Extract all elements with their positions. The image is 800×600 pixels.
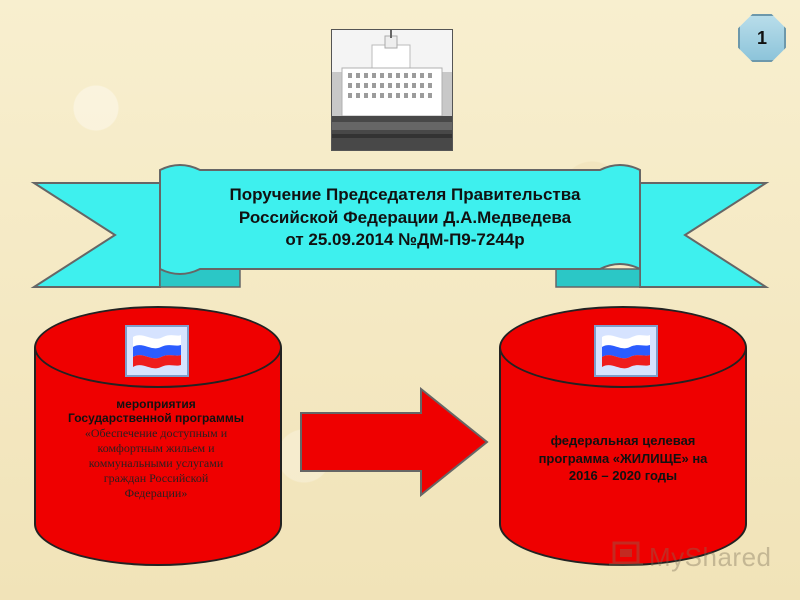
watermark-text: MyShared (649, 542, 772, 572)
slide-number-text: 1 (756, 27, 767, 48)
ribbon-line-1: Поручение Председателя Правительства (229, 184, 581, 204)
ribbon-left-tail (30, 182, 161, 288)
right-line-2: программа «ЖИЛИЩЕ» на (538, 450, 708, 466)
left-body-line-1: «Обеспечение доступным и (84, 425, 228, 440)
myshared-watermark-icon (609, 541, 643, 566)
watermark-logo: MyShared (607, 535, 771, 575)
ribbon-right-tail (639, 182, 770, 288)
slide-number-badge: 1 (738, 14, 786, 62)
flag-svg-right (596, 327, 656, 375)
government-building-icon (332, 30, 452, 150)
arrow-shape (300, 386, 489, 498)
ribbon-right-fold (555, 268, 641, 288)
left-cylinder-text: мероприятия Государственной программы «О… (44, 397, 268, 501)
left-title-line-1: мероприятия (116, 397, 196, 411)
right-cylinder-text: федеральная целевая программа «ЖИЛИЩЕ» н… (514, 432, 732, 485)
left-body-line-3: коммунальными услугами (88, 455, 224, 470)
left-body-line-4: граждан Российской (103, 470, 209, 485)
left-title-line-2: Государственной программы (68, 410, 244, 425)
right-line-3: 2016 – 2020 годы (568, 468, 678, 484)
russia-flag-icon (594, 325, 658, 377)
ribbon-text-block: Поручение Председателя Правительства Рос… (160, 168, 650, 268)
flag-svg-left (127, 327, 187, 375)
ribbon-center (159, 164, 641, 275)
right-line-1: федеральная целевая (550, 433, 696, 448)
left-body-line-2: комфортным жильем и (97, 440, 215, 455)
russia-flag-icon (125, 325, 189, 377)
right-arrow-icon (299, 386, 489, 502)
ribbon-line-3: от 25.09.2014 №ДМ-П9-7244р (285, 230, 525, 250)
government-building-photo (331, 29, 453, 151)
left-body-line-5: Федерации» (124, 485, 188, 500)
ribbon-line-2: Российской Федерации Д.А.Медведева (238, 207, 572, 227)
